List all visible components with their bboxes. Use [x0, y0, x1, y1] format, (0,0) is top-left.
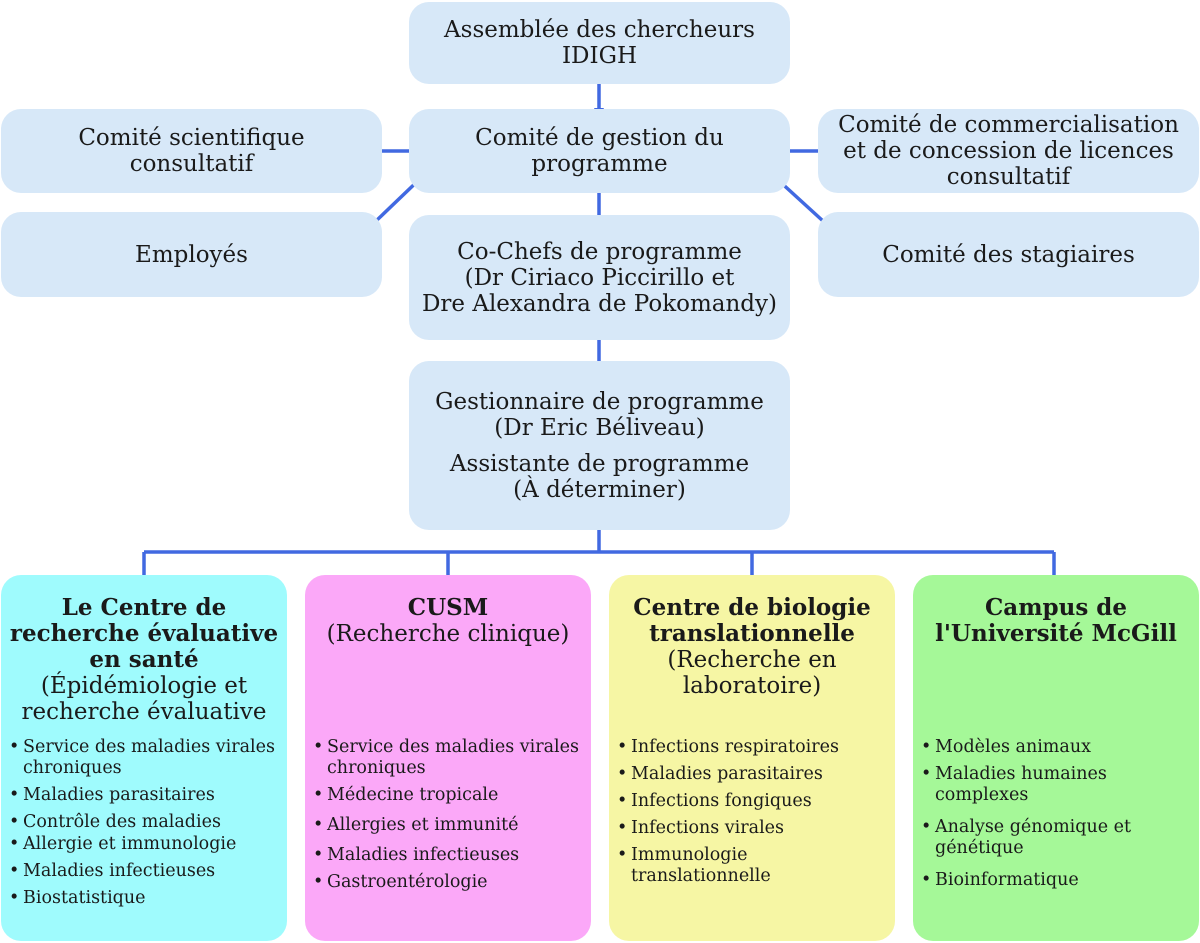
commercialization-committee-box: Comité de commercialisation et de conces…	[818, 109, 1199, 193]
list-item: Maladies infectieuses	[313, 845, 585, 866]
assembly-box: Assemblée des chercheurs IDIGH	[409, 2, 790, 84]
unit-subtitle-line: recherche évaluative	[21, 699, 267, 725]
scientific-committee-line2: consultatif	[129, 151, 254, 177]
unit-subtitle-line: (Recherche clinique)	[326, 621, 570, 647]
manager-title: Gestionnaire de programme	[435, 388, 764, 415]
list-item: Allergie et immunologie	[9, 834, 281, 855]
unit-name-line: en santé	[89, 646, 199, 673]
list-item: Biostatistique	[9, 888, 281, 909]
unit-item-list: Service des maladies virales chroniques …	[9, 737, 281, 915]
trainee-committee-box: Comité des stagiaires	[818, 212, 1199, 297]
unit-subtitle-line: (Épidémiologie et	[40, 673, 248, 699]
list-item: Médecine tropicale	[313, 785, 585, 806]
commercialization-line2: et de concession de licences	[843, 138, 1174, 164]
steering-committee-line2: programme	[531, 151, 668, 177]
unit-subtitle-line: (Recherche en	[667, 647, 837, 673]
unit-card-translational-biology: Centre de biologie translationnelle (Rec…	[609, 575, 895, 941]
unit-card-cusm: CUSM (Recherche clinique) Service des ma…	[305, 575, 591, 941]
steering-committee-line1: Comité de gestion du	[475, 125, 724, 151]
unit-item-list: Service des maladies virales chroniques …	[313, 737, 585, 899]
list-item: Service des maladies virales chroniques	[313, 737, 585, 779]
list-item: Immunologie translationnelle	[617, 845, 781, 887]
co-chiefs-line3: Dre Alexandra de Pokomandy)	[421, 290, 778, 317]
unit-card-evaluative-research: Le Centre de recherche évaluative en san…	[1, 575, 287, 941]
unit-subtitle-line: laboratoire)	[682, 673, 822, 699]
unit-name-line: Le Centre de	[61, 594, 227, 621]
scientific-committee-line1: Comité scientifique	[78, 125, 305, 151]
management-box: Gestionnaire de programme (Dr Eric Béliv…	[409, 361, 790, 530]
list-item: Contrôle des maladies	[9, 812, 281, 833]
unit-name-line: Campus de	[984, 594, 1128, 621]
unit-name-line: translationnelle	[649, 620, 855, 647]
list-item: Analyse génomique et génétique	[921, 817, 1135, 859]
list-item: Gastroentérologie	[313, 872, 585, 893]
employees-box: Employés	[1, 212, 382, 297]
co-chiefs-line1: Co-Chefs de programme	[457, 238, 742, 265]
list-item: Allergies et immunité	[313, 815, 585, 836]
scientific-committee-box: Comité scientifique consultatif	[1, 109, 382, 193]
commercialization-line1: Comité de commercialisation	[838, 112, 1179, 138]
list-item: Maladies infectieuses	[9, 861, 281, 882]
list-item: Service des maladies virales chroniques	[9, 737, 281, 779]
employees-label: Employés	[135, 241, 248, 268]
unit-card-mcgill-campus: Campus de l'Université McGill Modèles an…	[913, 575, 1199, 941]
unit-name-line: recherche évaluative	[9, 620, 279, 647]
assembly-line1: Assemblée des chercheurs	[444, 17, 755, 43]
trainee-committee-label: Comité des stagiaires	[882, 241, 1135, 268]
steering-committee-box: Comité de gestion du programme	[409, 109, 790, 193]
unit-name-line: Centre de biologie	[633, 594, 871, 621]
assistant-name: (À déterminer)	[513, 476, 686, 503]
unit-name-line: l'Université McGill	[935, 620, 1177, 647]
assembly-line2: IDIGH	[561, 43, 638, 69]
co-chiefs-line2: (Dr Ciriaco Piccirillo et	[464, 264, 735, 291]
commercialization-line3: consultatif	[946, 164, 1071, 190]
manager-name: (Dr Eric Béliveau)	[494, 414, 705, 441]
unit-item-list: Infections respiratoires Maladies parasi…	[617, 737, 889, 893]
list-item: Maladies humaines complexes	[921, 764, 1125, 806]
list-item: Infections respiratoires	[617, 737, 889, 758]
co-chiefs-box: Co-Chefs de programme (Dr Ciriaco Piccir…	[409, 215, 790, 340]
unit-item-list: Modèles animaux Maladies humaines comple…	[921, 737, 1193, 897]
assistant-title: Assistante de programme	[449, 450, 750, 477]
list-item: Infections virales	[617, 818, 889, 839]
list-item: Maladies parasitaires	[617, 764, 889, 785]
list-item: Modèles animaux	[921, 737, 1193, 758]
unit-name-line: CUSM	[407, 594, 489, 621]
list-item: Maladies parasitaires	[9, 785, 281, 806]
list-item: Bioinformatique	[921, 870, 1193, 891]
list-item: Infections fongiques	[617, 791, 889, 812]
